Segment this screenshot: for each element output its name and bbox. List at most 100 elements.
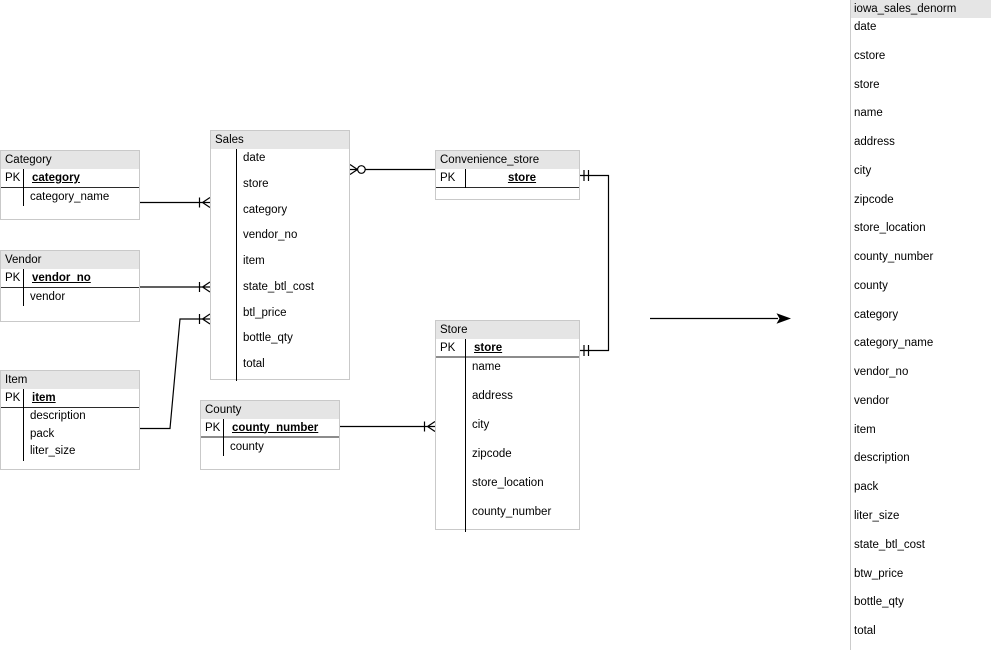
denorm-field-address: address — [854, 136, 895, 149]
pk-label: PK — [440, 341, 456, 354]
field-store: store — [243, 177, 269, 190]
pk-column-divider — [465, 169, 466, 188]
entity-title: Category — [1, 151, 139, 169]
field-county-number: county_number — [472, 506, 552, 518]
denorm-field-date: date — [854, 21, 877, 33]
denorm-field-city: city — [854, 164, 872, 177]
pk-field-store: store — [507, 172, 537, 184]
pk-field-county-number: county_number — [232, 421, 319, 434]
field-zipcode: zipcode — [472, 448, 512, 460]
entity-body: PK item description pack liter_size — [1, 389, 139, 461]
field-county: county — [230, 441, 264, 453]
optionality-circle — [358, 166, 366, 174]
field-pack: pack — [30, 427, 55, 440]
field-date: date — [243, 152, 266, 164]
pk-row: PK vendor_no — [1, 269, 139, 288]
pk-row: PK store — [436, 169, 579, 188]
entity-body: PK category category_name — [1, 169, 139, 206]
field-name: name — [472, 361, 501, 373]
pk-label: PK — [440, 172, 456, 184]
pk-label: PK — [5, 172, 21, 184]
denorm-field-category-name: category_name — [854, 337, 934, 350]
pk-column-divider — [23, 169, 24, 206]
entity-convenience-store[interactable]: Convenience_store PK store — [435, 150, 580, 200]
denorm-field-liter-size: liter_size — [854, 510, 900, 523]
entity-body: PK store name address city zipcode store… — [436, 339, 579, 532]
pk-label: PK — [205, 421, 221, 434]
denorm-field-county-number: county_number — [854, 251, 934, 264]
entity-vendor[interactable]: Vendor PK vendor_no vendor — [0, 250, 140, 322]
connector-vendor-sales[interactable] — [140, 282, 210, 292]
field-liter-size: liter_size — [30, 445, 76, 457]
denorm-field-store: store — [854, 78, 880, 91]
denorm-field-description: description — [854, 452, 910, 465]
pk-column-divider — [465, 339, 466, 532]
entity-title: Item — [1, 371, 139, 389]
entity-body: PK store — [436, 169, 579, 188]
denorm-title: iowa_sales_denorm — [851, 0, 991, 18]
denorm-field-item: item — [854, 423, 876, 436]
field-vendor-no: vendor_no — [243, 229, 298, 242]
pk-row: PK county_number — [201, 419, 339, 438]
denorm-field-bottle-qty: bottle_qty — [854, 596, 904, 609]
pk-row: PK store — [436, 339, 579, 358]
entity-title: County — [201, 401, 339, 419]
denorm-field-vendor-no: vendor_no — [854, 366, 909, 379]
pk-field-store: store — [474, 341, 503, 354]
denorm-field-total: total — [854, 625, 876, 638]
connector-sales-convenience-store[interactable] — [350, 165, 435, 175]
denorm-arrow[interactable] — [650, 313, 791, 324]
entity-title: Sales — [211, 131, 349, 149]
field-address: address — [472, 390, 513, 402]
entity-body: PK county_number county — [201, 419, 339, 456]
denorm-field-category: category — [854, 308, 899, 321]
denorm-field-btw-price: btw_price — [854, 567, 904, 580]
denorm-field-zipcode: zipcode — [854, 193, 894, 206]
field-state-btl-cost: state_btl_cost — [243, 280, 314, 293]
entity-county[interactable]: County PK county_number county — [200, 400, 340, 470]
field-store-location: store_location — [472, 477, 544, 489]
denorm-field-cstore: cstore — [854, 49, 886, 62]
entity-sales[interactable]: Sales date store category vendor_no item… — [210, 130, 350, 381]
denorm-field-name: name — [854, 107, 883, 120]
entity-title: Store — [436, 321, 579, 339]
denorm-field-county: county — [854, 279, 888, 292]
field-category-name: category_name — [30, 191, 110, 203]
pk-field-category: category — [32, 172, 80, 184]
entity-item[interactable]: Item PK item description pack liter_size — [0, 370, 140, 470]
entity-title: Vendor — [1, 251, 139, 269]
pk-field-vendor-no: vendor_no — [32, 272, 91, 284]
pk-column-divider — [236, 149, 237, 381]
connector-category-sales[interactable] — [140, 198, 210, 208]
entity-category[interactable]: Category PK category category_name — [0, 150, 140, 220]
field-total: total — [243, 358, 265, 371]
pk-label: PK — [5, 392, 21, 404]
field-category: category — [243, 203, 288, 216]
field-city: city — [472, 419, 490, 431]
arrowhead — [776, 313, 791, 324]
pk-column-divider — [23, 389, 24, 461]
connector-county-store[interactable] — [340, 422, 435, 432]
field-btl-price: btl_price — [243, 306, 287, 319]
pk-column-divider — [223, 419, 224, 456]
field-vendor: vendor — [30, 291, 66, 303]
connector-convenience-store-store[interactable] — [580, 170, 609, 356]
denorm-field-store-location: store_location — [854, 222, 926, 235]
pk-row: PK item — [1, 389, 139, 408]
pk-field-item: item — [32, 392, 56, 404]
entity-iowa-sales-denorm[interactable]: iowa_sales_denorm date cstore store name… — [850, 0, 991, 650]
connector-item-sales[interactable] — [140, 314, 210, 429]
entity-title: Convenience_store — [436, 151, 579, 169]
pk-row: PK category — [1, 169, 139, 188]
entity-body: date store category vendor_no item state… — [211, 149, 349, 381]
field-bottle-qty: bottle_qty — [243, 332, 293, 345]
entity-body: PK vendor_no vendor — [1, 269, 139, 306]
denorm-field-state-btl-cost: state_btl_cost — [854, 538, 925, 551]
field-description: description — [30, 410, 86, 422]
entity-store[interactable]: Store PK store name address city zipcode… — [435, 320, 580, 532]
denorm-field-pack: pack — [854, 481, 879, 494]
field-item: item — [243, 255, 265, 268]
pk-column-divider — [23, 269, 24, 306]
